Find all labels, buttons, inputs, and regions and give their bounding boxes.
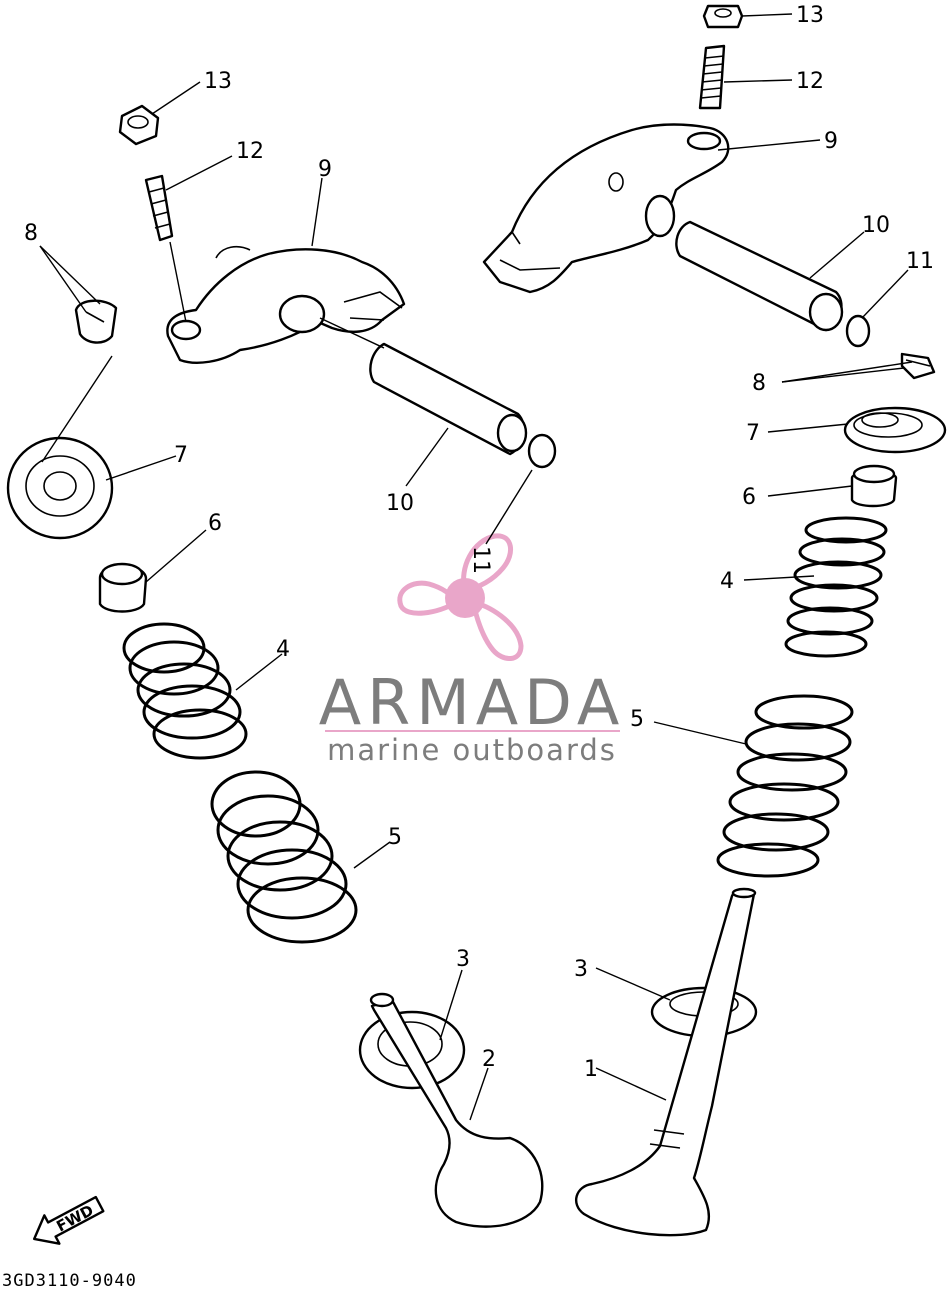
rocker-arm-left <box>166 245 406 364</box>
callout-4-right: 4 <box>720 569 734 594</box>
outer-valve-spring-right <box>716 694 854 878</box>
inner-valve-spring-right <box>784 516 888 658</box>
adjusting-screw-right <box>698 44 726 110</box>
spring-retainer-right <box>843 406 947 454</box>
rocker-arm-right <box>482 123 730 294</box>
callout-2: 2 <box>482 1047 496 1072</box>
spring-retainer-left <box>6 436 114 540</box>
callout-11-left: 11 <box>468 546 493 574</box>
callout-10-right: 10 <box>862 213 890 238</box>
brand-name: ARMADA <box>319 666 625 739</box>
callout-13-left: 13 <box>204 69 232 94</box>
callout-12-right: 12 <box>796 69 824 94</box>
valve-cotter-right <box>900 352 936 380</box>
callout-3-left: 3 <box>456 947 470 972</box>
forward-direction-arrow: FWD <box>33 1195 105 1245</box>
fwd-label: FWD <box>53 1201 96 1235</box>
valve-stem-seal-left <box>98 562 148 613</box>
callout-4-left: 4 <box>276 637 290 662</box>
leader-lines <box>39 13 913 1121</box>
callout-5-left: 5 <box>388 825 402 850</box>
adjusting-screw-left <box>144 174 174 242</box>
rocker-shaft-left <box>369 342 528 456</box>
callout-3-right: 3 <box>574 957 588 982</box>
callout-5-right: 5 <box>630 707 644 732</box>
callout-8-left: 8 <box>24 221 38 246</box>
outer-valve-spring-left <box>210 770 358 944</box>
propeller-icon <box>397 533 524 661</box>
o-ring-left <box>527 433 557 469</box>
callout-9-right: 9 <box>824 129 838 154</box>
intake-valve <box>369 992 544 1228</box>
callout-9-left: 9 <box>318 157 332 182</box>
rocker-shaft-right <box>675 220 844 332</box>
callout-6-right: 6 <box>742 485 756 510</box>
callout-1: 1 <box>584 1057 598 1082</box>
brand-tagline: marine outboards <box>327 733 617 767</box>
callout-6-left: 6 <box>208 511 222 536</box>
callout-7-right: 7 <box>746 421 760 446</box>
armada-watermark: ARMADA marine outboards <box>319 533 625 767</box>
callout-12-left: 12 <box>236 139 264 164</box>
inner-valve-spring-left <box>122 622 248 760</box>
o-ring-right <box>845 314 871 348</box>
callout-8-right: 8 <box>752 371 766 396</box>
lock-nut-left <box>118 104 160 146</box>
lock-nut-right <box>702 4 744 29</box>
callout-7-left: 7 <box>174 443 188 468</box>
callout-11-right: 11 <box>906 249 934 274</box>
drawing-code: 3GD3110-9040 <box>2 1271 137 1289</box>
callout-10-left: 10 <box>386 491 414 516</box>
callout-labels: 13 12 9 10 11 8 7 6 4 5 3 1 13 12 9 8 7 … <box>24 3 934 1082</box>
exhaust-valve <box>574 887 757 1237</box>
callout-13-right: 13 <box>796 3 824 28</box>
valve-stem-seal-right <box>850 464 898 508</box>
